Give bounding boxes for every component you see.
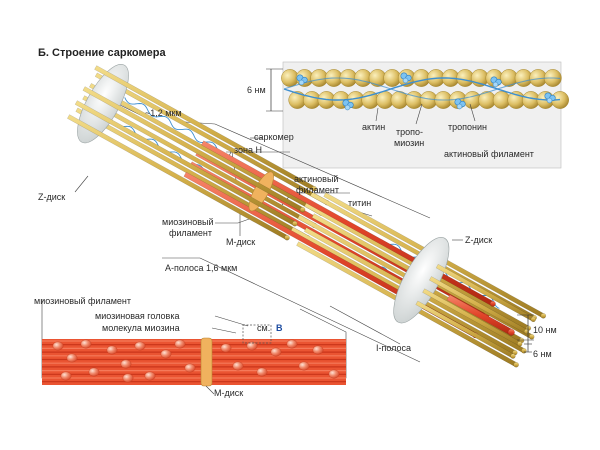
m-disk-band bbox=[200, 337, 213, 387]
myosin-filament-rod-end bbox=[489, 300, 496, 307]
z-disk-left bbox=[77, 64, 129, 144]
leader-myosin-head bbox=[214, 315, 249, 327]
label-z-disk-left: Z-диск bbox=[38, 192, 65, 202]
label-actin-filament-inset: актиновый филамент bbox=[444, 149, 534, 159]
actin-filament-rod-front-end bbox=[513, 362, 519, 368]
label-myosin-filament-1: миозиновый bbox=[162, 217, 214, 227]
myosin-head bbox=[66, 353, 78, 363]
leader-actin bbox=[375, 107, 379, 122]
myosin-head bbox=[144, 371, 156, 381]
label-titin: титин bbox=[348, 198, 371, 208]
label-a-band: А-полоса 1,6 мкм bbox=[165, 263, 237, 273]
myosin-head bbox=[106, 345, 118, 355]
actin-filament-inset: 6 нм актин тропо- миозин тропонин актино… bbox=[247, 61, 569, 169]
leader-myosin-molecule bbox=[211, 327, 237, 334]
troponin-clusters bbox=[296, 72, 556, 111]
myosin-head bbox=[120, 359, 132, 369]
leader-i-band bbox=[329, 305, 401, 345]
label-length-1-2um: ~1,2 мкм bbox=[145, 108, 182, 118]
myosin-head bbox=[270, 347, 282, 357]
actin-filament-rod-front bbox=[82, 86, 304, 212]
myosin-head bbox=[220, 343, 232, 353]
myosin-head bbox=[174, 339, 186, 349]
label-myosin-molecule: молекула миозина bbox=[102, 323, 180, 333]
main-labels: ~1,2 мкм саркомер зона Н актиновый филам… bbox=[38, 108, 492, 353]
label-m-disk-bottom: М-диск bbox=[214, 388, 243, 398]
label-h-zone: зона Н bbox=[234, 145, 262, 155]
myosin-head bbox=[328, 369, 340, 379]
label-actin-filament-2: филамент bbox=[296, 185, 339, 195]
actin-filament-rod-front-end bbox=[292, 221, 298, 227]
tropomyosin-strand bbox=[283, 77, 561, 101]
label-sarcomere: саркомер bbox=[254, 132, 294, 142]
myosin-head bbox=[298, 361, 310, 371]
troponin-blob bbox=[492, 81, 499, 88]
measure-right: 10 нм 6 нм bbox=[517, 314, 557, 359]
troponin-blob bbox=[344, 104, 351, 111]
leader-z-disk-left bbox=[74, 175, 89, 193]
leader-troponin bbox=[469, 103, 476, 122]
label-6nm-top: 6 нм bbox=[247, 85, 266, 95]
actin-filament-rod-front-end bbox=[521, 348, 527, 354]
leader-tropomyosin bbox=[415, 103, 423, 125]
z-disk-right bbox=[393, 237, 450, 324]
actin-filament-rod-front-end bbox=[284, 235, 290, 241]
actin-filament-rod-tip-end bbox=[530, 316, 536, 323]
troponin-blob bbox=[546, 97, 553, 104]
myosin-head bbox=[286, 339, 298, 349]
label-myosin-head: миозиновая головка bbox=[95, 311, 179, 321]
label-actin: актин bbox=[362, 122, 385, 132]
myosin-head bbox=[88, 367, 100, 377]
myosin-head bbox=[184, 363, 196, 373]
label-m-disk: М-диск bbox=[226, 237, 255, 247]
label-actin-filament-1: актиновый bbox=[294, 174, 338, 184]
actin-filament-rod-front-end bbox=[311, 186, 317, 192]
myosin-bundle bbox=[42, 339, 346, 385]
myosin-filament-rod-tip-end bbox=[507, 328, 515, 336]
reference-box bbox=[242, 324, 272, 344]
troponin-blob bbox=[402, 77, 409, 84]
troponin-blob bbox=[456, 103, 463, 110]
actin-filament-rod-front-end bbox=[529, 334, 535, 340]
actin-filament-rod-front-end bbox=[540, 313, 547, 319]
myosin-head bbox=[246, 341, 258, 351]
label-see-ref: В bbox=[276, 323, 283, 333]
troponin-blob bbox=[298, 79, 305, 86]
label-z-disk-right: Z-диск bbox=[465, 235, 492, 245]
myosin-head bbox=[122, 373, 134, 383]
label-myosin-filament-2: филамент bbox=[169, 228, 212, 238]
myosin-head bbox=[232, 361, 244, 371]
label-tropomyosin-1: тропо- bbox=[396, 127, 423, 137]
sarcomere-cylinder bbox=[67, 64, 547, 368]
myosin-head bbox=[160, 349, 172, 359]
actin-filament-rod bbox=[82, 95, 316, 228]
label-6nm-bottom: 6 нм bbox=[533, 349, 552, 359]
label-troponin: тропонин bbox=[448, 122, 487, 132]
diagram-title: Б. Строение саркомера bbox=[38, 47, 166, 59]
myosin-head bbox=[80, 339, 92, 349]
myosin-head bbox=[312, 345, 324, 355]
label-see: см. bbox=[257, 323, 270, 333]
myosin-head bbox=[134, 341, 146, 351]
myosin-filament-inset: миозиновый филамент миозиновая головка м… bbox=[34, 296, 346, 398]
actin-filament-rod-tip-end bbox=[510, 353, 516, 359]
label-tropomyosin-2: миозин bbox=[394, 138, 424, 148]
actin-filament-rod-tip-end bbox=[517, 341, 523, 347]
myosin-head bbox=[256, 367, 268, 377]
label-i-band: I-полоса bbox=[376, 343, 411, 353]
myosin-head bbox=[60, 371, 72, 381]
label-10nm: 10 нм bbox=[533, 325, 557, 335]
myosin-head bbox=[52, 341, 64, 351]
tropomyosin-strand-back bbox=[283, 77, 561, 101]
label-myosin-filament-inset: миозиновый филамент bbox=[34, 296, 131, 306]
actin-filament-rod-front-end bbox=[299, 207, 306, 213]
leader-m-disk-bottom bbox=[205, 385, 215, 395]
